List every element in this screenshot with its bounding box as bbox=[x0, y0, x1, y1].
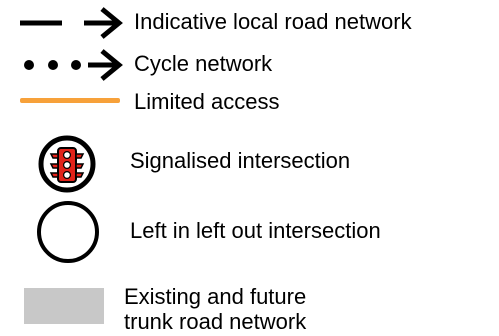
circle-icon bbox=[37, 201, 99, 263]
traffic-light-icon bbox=[38, 135, 96, 193]
legend-label-trunk-line-1: Existing and future bbox=[124, 284, 307, 309]
legend-label-lilo: Left in left out intersection bbox=[130, 218, 381, 243]
grey-rect-icon bbox=[24, 288, 104, 324]
legend-label-signalised: Signalised intersection bbox=[130, 148, 351, 173]
legend-label-local-road: Indicative local road network bbox=[134, 9, 412, 34]
orange-line-icon bbox=[20, 98, 120, 103]
dotted-arrow-icon bbox=[24, 49, 123, 81]
legend-label-trunk: Existing and future trunk road network bbox=[124, 284, 306, 334]
solid-arrow-icon bbox=[20, 7, 123, 39]
legend-label-limited-access: Limited access bbox=[134, 89, 280, 114]
legend-label-cycle: Cycle network bbox=[134, 51, 273, 76]
legend-label-trunk-line-2: trunk road network bbox=[124, 309, 307, 334]
